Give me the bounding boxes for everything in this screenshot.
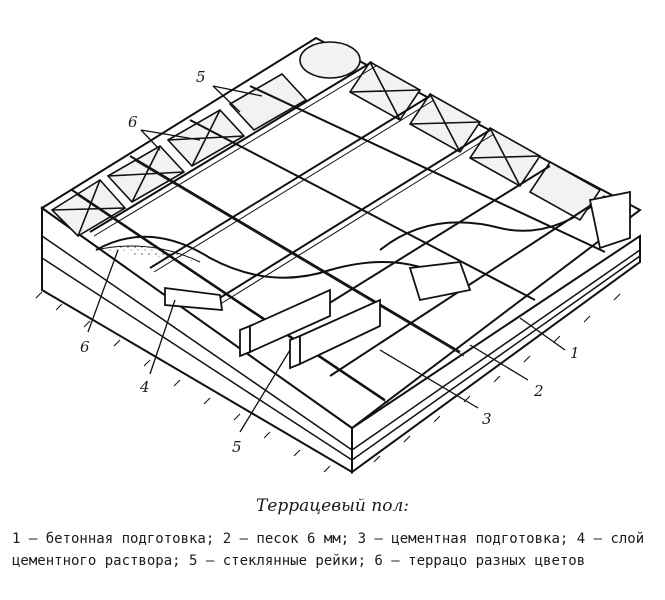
callout-1: 1 bbox=[570, 344, 580, 362]
caption-title: Террацевый пол: bbox=[255, 496, 410, 516]
colored-terrazzo-panels bbox=[50, 41, 602, 238]
callout-6-top: 6 bbox=[128, 113, 138, 131]
callout-6-left: 6 bbox=[80, 338, 90, 356]
callout-4: 4 bbox=[139, 378, 150, 396]
slab-side-faces bbox=[35, 206, 641, 474]
callout-2: 2 bbox=[533, 382, 544, 400]
glass-strip-grid bbox=[71, 61, 606, 405]
callout-5-bottom: 5 bbox=[232, 438, 242, 456]
caption-legend: 1 — бетонная подготовка; 2 — песок 6 мм;… bbox=[12, 531, 645, 569]
callout-leaders bbox=[87, 85, 566, 433]
exposed-glass-strips bbox=[164, 190, 631, 370]
callout-5-top: 5 bbox=[196, 68, 206, 86]
terrazzo-floor-diagram: 5 6 6 4 5 3 2 1 bbox=[35, 36, 642, 474]
callout-3: 3 bbox=[482, 410, 492, 428]
